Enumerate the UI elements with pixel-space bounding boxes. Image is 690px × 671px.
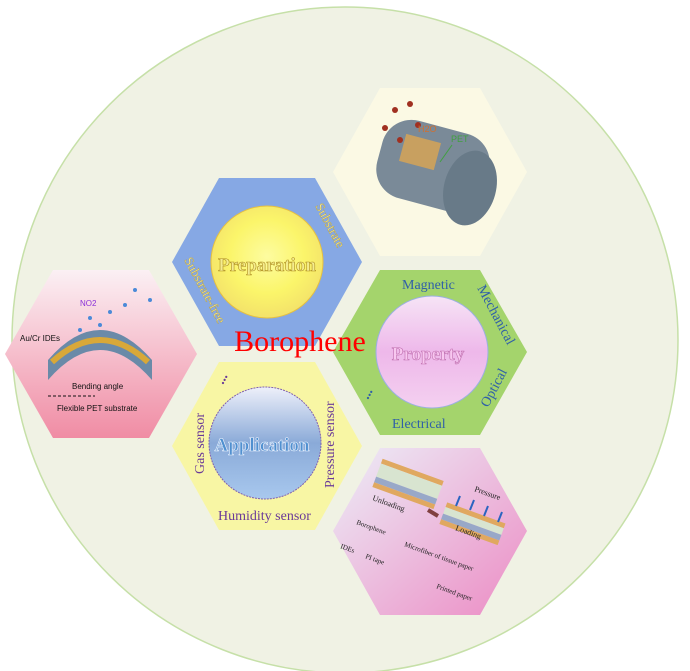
label-magnetic: Magnetic xyxy=(402,278,455,293)
center-title-borophene: Borophene xyxy=(234,325,366,358)
panel-humidity-sensor: H2O PET xyxy=(333,88,527,256)
label-no2: NO2 xyxy=(80,299,97,308)
label-pressure-sensor: Pressure sensor xyxy=(323,401,338,488)
panel-gas-sensor: NO2 Au/Cr IDEs Bending angle Flexible PE… xyxy=(5,270,197,438)
label-gas-sensor: Gas sensor xyxy=(193,413,208,474)
label-electrical: Electrical xyxy=(392,417,446,432)
hex-property: Property Magnetic Mechanical Optical Ele… xyxy=(333,270,527,435)
panel-pressure-sensor: Unloading Loading Pressure Borophene IDE… xyxy=(333,448,527,615)
label-h2o: H2O xyxy=(418,124,437,134)
hex-preparation: Preparation Substrate Substrate-free xyxy=(172,178,362,346)
label-humidity-sensor: Humidity sensor xyxy=(218,509,311,524)
label-flexible-pet-substrate: Flexible PET substrate xyxy=(57,404,138,413)
label-pet: PET xyxy=(451,134,469,144)
label-au-cr-ides: Au/Cr IDEs xyxy=(20,334,60,343)
application-title: Application xyxy=(214,435,309,456)
hex-application: Application ... Gas sensor Pressure sens… xyxy=(172,362,362,530)
property-title: Property xyxy=(392,344,465,365)
label-bending-angle: Bending angle xyxy=(72,382,124,391)
preparation-title: Preparation xyxy=(218,255,316,276)
